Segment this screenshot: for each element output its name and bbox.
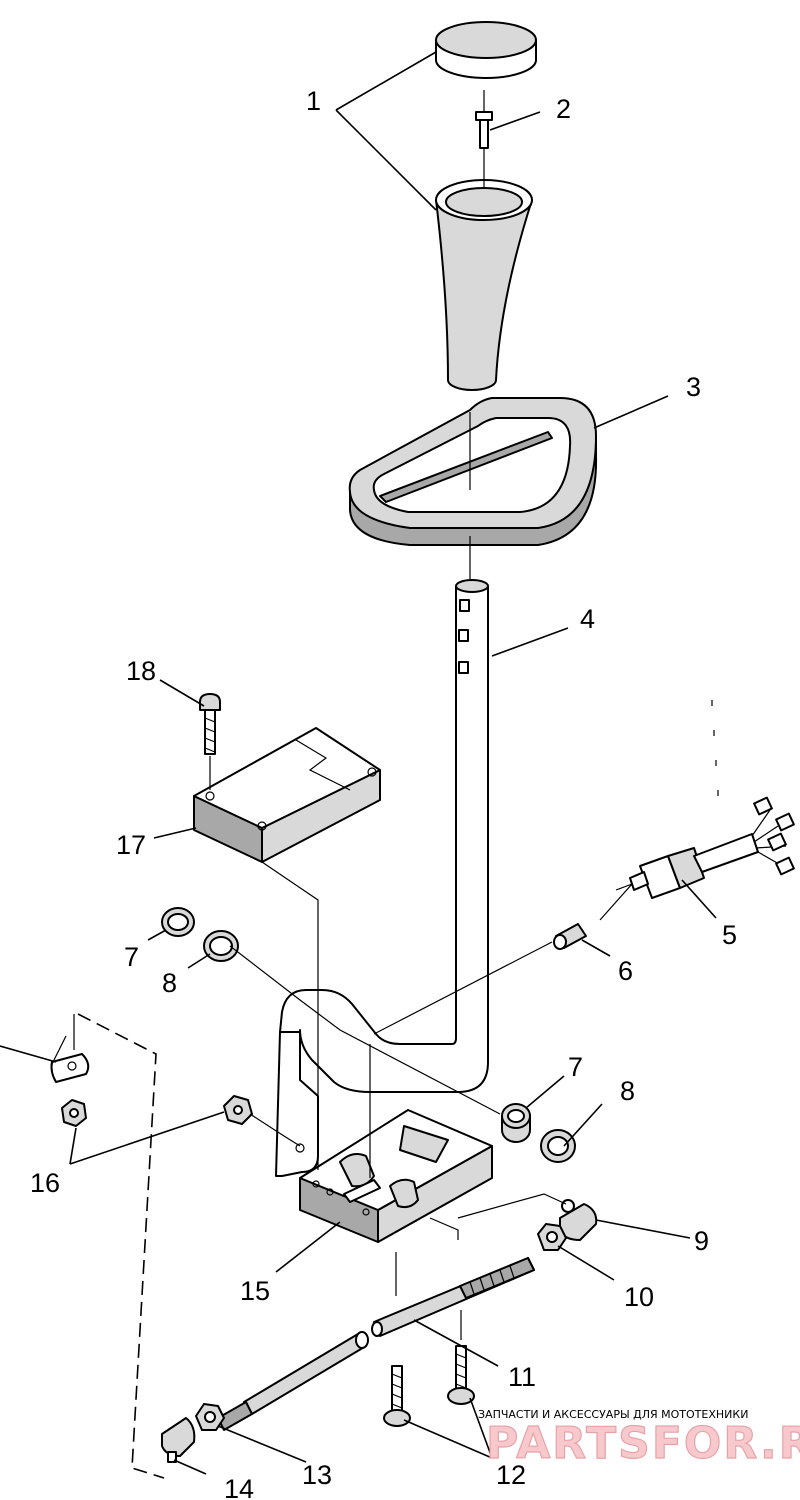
callout-6: 6 <box>618 956 633 986</box>
shift-lever-part <box>275 579 489 1177</box>
pivot-bracket-part <box>50 1014 253 1127</box>
watermark-brand: PARTSFOR.RU <box>486 1418 800 1469</box>
callout-1: 1 <box>306 86 321 116</box>
callout-7-lower: 7 <box>568 1052 583 1082</box>
callout-16: 16 <box>30 1168 60 1198</box>
jam-nut-right-part <box>537 1223 567 1251</box>
ball-joint-right-part <box>559 1199 598 1241</box>
callout-3: 3 <box>686 372 701 402</box>
callout-2: 2 <box>556 94 571 124</box>
shift-knob-part <box>435 21 537 391</box>
cover-plate-part <box>193 727 381 863</box>
watermark: ЗАПЧАСТИ И АКСЕССУАРЫ ДЛЯ МОТОТЕХНИКИ PA… <box>478 1408 800 1470</box>
jam-nut-left-part <box>195 1403 225 1431</box>
callout-13: 13 <box>302 1460 332 1490</box>
shift-switch-part <box>615 700 795 899</box>
washer-lower-part <box>540 1129 576 1163</box>
callout-7-upper: 7 <box>124 942 139 972</box>
bushing-lower-part <box>501 1103 531 1143</box>
shift-boot-part <box>348 397 598 546</box>
tie-rod-part <box>217 1331 369 1431</box>
callout-10: 10 <box>624 1282 654 1312</box>
cover-bolt-part <box>199 693 221 755</box>
callout-18: 18 <box>126 656 156 686</box>
callout-11: 11 <box>508 1362 536 1392</box>
callout-8-upper: 8 <box>162 968 177 998</box>
callout-12: 12 <box>496 1460 526 1490</box>
mounting-bolts-part <box>383 1345 475 1427</box>
callout-15: 15 <box>240 1276 270 1306</box>
callout-9: 9 <box>694 1226 709 1256</box>
callout-4: 4 <box>580 604 595 634</box>
watermark-tagline: ЗАПЧАСТИ И АКСЕССУАРЫ ДЛЯ МОТОТЕХНИКИ <box>478 1408 748 1421</box>
leader-lines <box>0 51 717 1475</box>
callout-14: 14 <box>224 1474 254 1500</box>
alignment-lines <box>209 90 633 1340</box>
shifter-base-part <box>299 1109 493 1243</box>
shift-rod-part <box>371 1257 535 1337</box>
callout-5: 5 <box>722 920 737 950</box>
washer-upper-part <box>203 930 239 962</box>
bushing-upper-part <box>161 907 195 937</box>
dashed-assembly-line <box>77 1013 165 1479</box>
connector-pin-part <box>553 923 587 950</box>
ball-joint-left-part <box>161 1417 196 1463</box>
callout-labels: 1 2 3 4 5 6 7 8 7 8 9 10 11 12 13 14 15 … <box>30 86 737 1500</box>
callout-17: 17 <box>116 830 146 860</box>
callout-8-lower: 8 <box>620 1076 635 1106</box>
knob-screw-part <box>475 111 493 149</box>
